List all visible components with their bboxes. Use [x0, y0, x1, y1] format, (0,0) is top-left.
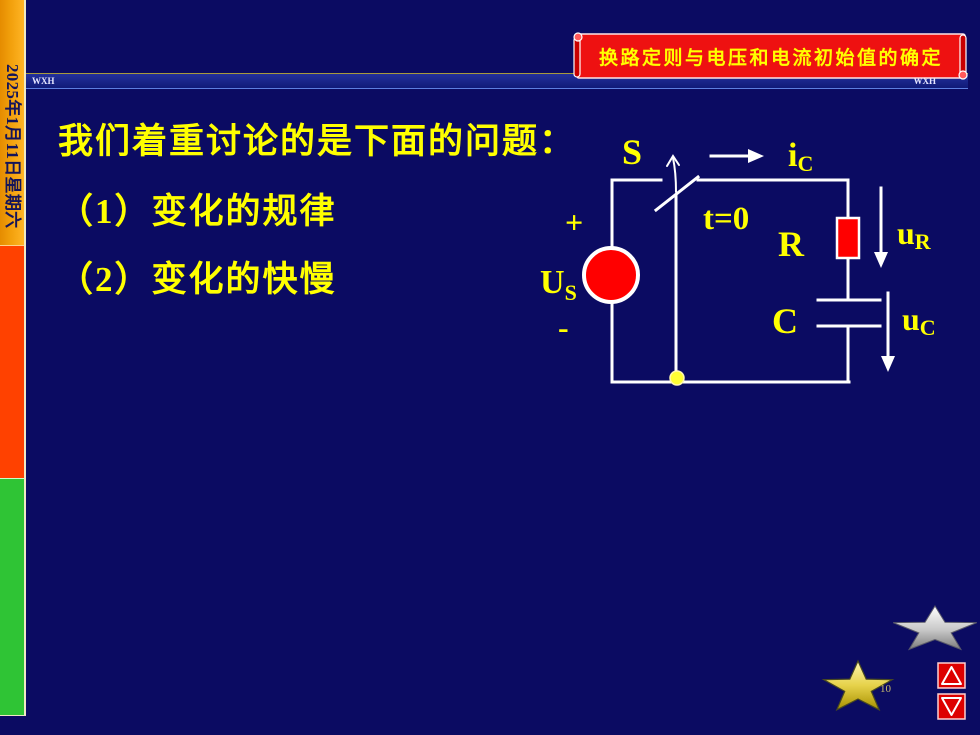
resistor-label-text: R — [778, 224, 805, 264]
current-subscript: C — [797, 151, 813, 176]
source-label: US — [540, 264, 577, 305]
left-color-strip: 2025年1月11日星期六 — [0, 0, 26, 716]
resistor — [835, 216, 861, 260]
resistor-voltage-symbol: u — [897, 215, 915, 251]
switch-label: S — [622, 132, 642, 172]
corner-controls: 10 — [821, 605, 977, 720]
switch-motion-arrowhead — [666, 154, 680, 167]
capacitor-voltage-label: uC — [902, 301, 936, 340]
content-point-2: （2）变化的快慢 — [58, 260, 337, 299]
banner-curl-top-left — [573, 32, 583, 42]
resistor-voltage-label: uR — [897, 215, 932, 254]
triangle-down-icon[interactable] — [941, 697, 962, 716]
source-subscript: S — [565, 280, 577, 305]
content-point-1: （1）变化的规律 — [58, 192, 337, 231]
switch-blade — [653, 174, 701, 213]
content-heading: 我们着重讨论的是下面的问题： — [58, 122, 577, 161]
source-minus-label: - — [558, 309, 569, 345]
resistor-voltage-arrow-head — [874, 252, 888, 268]
switch-motion-arrow — [672, 157, 677, 193]
junction-dot — [669, 370, 685, 386]
triangle-up-icon[interactable] — [941, 666, 962, 685]
current-arrow-head — [748, 149, 764, 163]
resistor-label: R — [778, 224, 805, 264]
voltage-source — [582, 246, 640, 304]
strip-block-middle — [0, 245, 24, 478]
rc-circuit-diagram: S t=0 iC + US - R uR C uC — [540, 132, 936, 386]
source-plus-label: + — [565, 204, 583, 240]
switch-time-label: t=0 — [703, 201, 749, 237]
capacitor-voltage-subscript: C — [920, 315, 936, 340]
resistor-voltage-subscript: R — [915, 229, 932, 254]
strip-block-bottom — [0, 478, 24, 715]
gold-star-icon[interactable] — [821, 659, 895, 712]
page-number: 10 — [880, 683, 892, 695]
nav-up-button[interactable] — [937, 662, 966, 689]
capacitor-label-text: C — [772, 301, 798, 341]
slide-date: 2025年1月11日星期六 — [3, 64, 22, 229]
switch-label-text: S — [622, 132, 642, 172]
band-label-left: WXH — [32, 76, 55, 86]
capacitor-voltage-symbol: u — [902, 301, 920, 337]
title-banner: 换路定则与电压和电流初始值的确定 — [572, 30, 970, 82]
switch-time-text: t=0 — [703, 201, 749, 237]
nav-down-button[interactable] — [937, 693, 966, 720]
banner-scroll-shape — [573, 32, 968, 80]
capacitor-label: C — [772, 301, 798, 341]
current-symbol: i — [788, 137, 797, 174]
source-minus: - — [558, 309, 569, 345]
capacitor-voltage-arrow-head — [881, 356, 895, 372]
source-symbol: U — [540, 264, 565, 301]
banner-curl-bottom-right — [958, 70, 968, 80]
slide-title: 换路定则与电压和电流初始值的确定 — [598, 48, 943, 69]
page-number-text: 10 — [880, 683, 892, 695]
silver-star-icon[interactable] — [893, 605, 977, 651]
strip-block-top — [0, 0, 24, 245]
band-label-right: WXH — [913, 76, 937, 86]
current-label: iC — [788, 137, 813, 176]
source-plus: + — [565, 204, 583, 240]
